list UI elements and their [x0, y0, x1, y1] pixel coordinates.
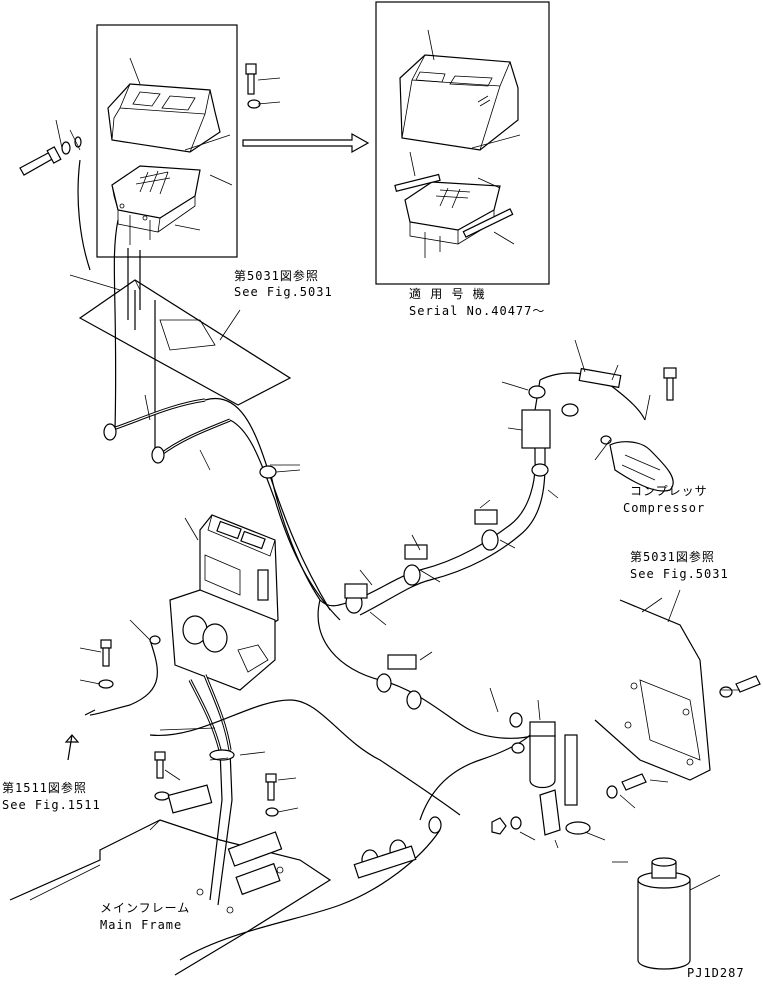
harness-wires [77, 159, 156, 460]
serial-label-jp: 適 用 号 機 [409, 287, 486, 301]
dash-hoses [89, 635, 266, 906]
refrigerant-hoses [259, 372, 646, 821]
control-box-cover-new [399, 29, 521, 151]
ref-5031-top-jp: 第5031図参照 [234, 269, 319, 283]
bolt-top [245, 63, 261, 109]
receiver-drier [489, 687, 606, 849]
hose-clamps [270, 339, 622, 710]
filter-canister [612, 857, 721, 970]
controller-unit [111, 165, 201, 245]
ref-5031-top-en: See Fig.5031 [234, 285, 333, 299]
compressor-label-jp: コンプレッサ [630, 484, 708, 498]
drawing-code: PJ1D287 [687, 966, 745, 980]
fitting-1511 [64, 709, 96, 761]
controller-unit-new [394, 151, 515, 258]
arrow-right-icon [242, 132, 370, 154]
bolt-left [19, 136, 82, 176]
bolts-left-group [79, 619, 299, 817]
right-side-panel [594, 589, 761, 809]
main-frame [9, 699, 461, 976]
control-box-cover [107, 83, 231, 153]
detail-frame-serial [375, 1, 550, 285]
compressor-label-en: Compressor [623, 501, 706, 515]
ref-1511-jp: 第1511図参照 [2, 781, 87, 795]
leader-lines-left [55, 57, 281, 231]
floor-plate [69, 274, 292, 406]
serial-label-en: Serial No.40477～ [409, 304, 546, 318]
main-frame-label-en: Main Frame [100, 918, 183, 932]
main-frame-label-jp: メインフレーム [100, 901, 191, 915]
ref-5031-right-en: See Fig.5031 [630, 567, 729, 581]
detail-frame-left [96, 24, 238, 258]
ref-5031-right-jp: 第5031図参照 [630, 550, 715, 564]
dash-console [169, 514, 279, 691]
hose-fittings [103, 394, 341, 621]
ref-1511-en: See Fig.1511 [2, 798, 101, 812]
compressor-drawing [561, 367, 677, 492]
